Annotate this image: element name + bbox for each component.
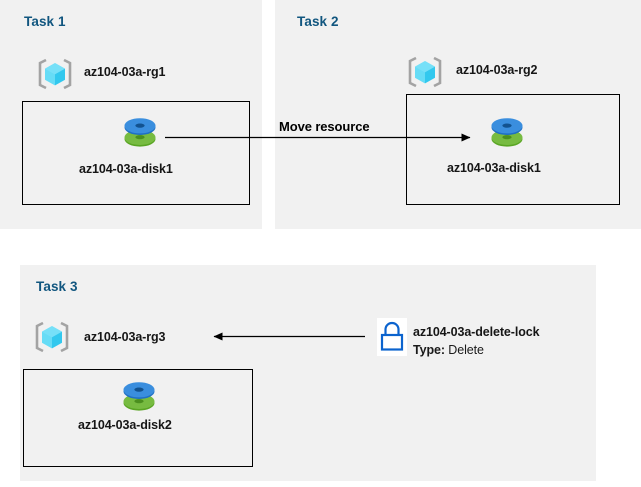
resource-group-label-task-3: az104-03a-rg3	[84, 330, 166, 344]
managed-disk-icon	[123, 382, 155, 411]
lock-type-key: Type:	[413, 343, 445, 357]
resource-group-icon	[408, 56, 442, 88]
lock-applies-to-connector	[213, 332, 365, 341]
panel-task-2	[275, 0, 641, 229]
lock-icon	[377, 318, 407, 356]
resource-container-task-2	[406, 94, 620, 205]
panel-title-task-1: Task 1	[24, 14, 66, 29]
resource-label-task-3: az104-03a-disk2	[78, 418, 172, 432]
lock-type-value: Delete	[448, 343, 484, 357]
panel-task-3	[20, 265, 596, 481]
managed-disk-icon	[124, 118, 156, 147]
move-resource-connector	[165, 133, 471, 142]
resource-container-task-3	[23, 369, 253, 467]
resource-group-icon	[38, 58, 72, 90]
resource-container-task-1	[22, 101, 250, 205]
resource-group-icon	[35, 321, 69, 353]
panel-title-task-2: Task 2	[297, 14, 339, 29]
lock-name-label: az104-03a-delete-lock	[413, 325, 540, 339]
lock-type-label: Type: Delete	[413, 343, 484, 357]
resource-label-task-2: az104-03a-disk1	[447, 161, 541, 175]
resource-group-label-task-2: az104-03a-rg2	[456, 63, 538, 77]
panel-title-task-3: Task 3	[36, 279, 78, 294]
resource-label-task-1: az104-03a-disk1	[79, 162, 173, 176]
managed-disk-icon	[491, 118, 523, 147]
move-resource-label: Move resource	[279, 119, 370, 134]
resource-group-label-task-1: az104-03a-rg1	[84, 65, 166, 79]
panel-task-1	[0, 0, 262, 229]
